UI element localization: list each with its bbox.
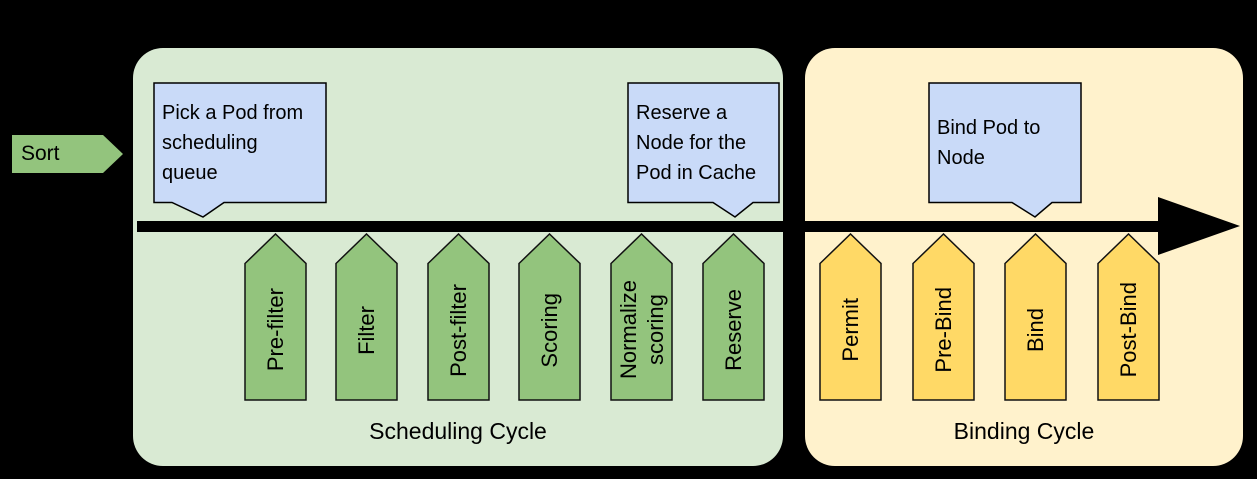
step-arrow-bind: Bind xyxy=(1004,233,1067,401)
step-arrow-permit: Permit xyxy=(819,233,882,401)
step-arrow-shape xyxy=(1097,233,1160,401)
step-arrow-shape xyxy=(819,233,882,401)
step-arrow-post-bind: Post-Bind xyxy=(1097,233,1160,401)
callout-bubble-shape xyxy=(928,82,1082,218)
step-label: Filter xyxy=(354,305,379,355)
callout-reserve-node: Reserve a Node for the Pod in Cache xyxy=(627,82,780,219)
step-arrow-shape xyxy=(518,233,581,401)
callout-pick-pod-text: Pick a Pod from scheduling queue xyxy=(162,101,304,184)
step-arrow-reserve: Reserve xyxy=(702,233,765,401)
callout-bubble-shape xyxy=(153,82,327,218)
callout-bind-pod-text: Bind Pod to Node xyxy=(937,116,1041,169)
sort-label: Sort xyxy=(21,142,60,165)
step-label: Permit xyxy=(838,298,863,362)
step-label: Scoring xyxy=(537,292,562,368)
scheduling-cycle-label: Scheduling Cycle xyxy=(369,418,547,444)
step-label: Reserve xyxy=(721,289,746,371)
step-arrow-pre-bind: Pre-Bind xyxy=(912,233,975,401)
step-label: Pre-Bind xyxy=(931,287,956,373)
binding-cycle-label: Binding Cycle xyxy=(953,418,1095,444)
step-arrow-shape xyxy=(335,233,398,401)
step-arrow-filter: Filter xyxy=(335,233,398,401)
step-arrow-shape xyxy=(427,233,490,401)
step-arrow-scoring: Scoring xyxy=(518,233,581,401)
step-label: Normalize scoring xyxy=(615,280,668,380)
step-arrow-shape xyxy=(912,233,975,401)
step-label: Pre-filter xyxy=(263,288,288,372)
callout-bind-pod: Bind Pod to Node xyxy=(928,82,1082,219)
step-label: Bind xyxy=(1023,307,1048,353)
step-arrow-shape xyxy=(1004,233,1067,401)
sort-step-arrow: Sort xyxy=(12,135,123,173)
step-arrow-shape xyxy=(610,233,673,401)
step-arrow-normalize-scoring: Normalize scoring xyxy=(610,233,673,401)
step-arrow-post-filter: Post-filter xyxy=(427,233,490,401)
step-arrow-shape xyxy=(702,233,765,401)
step-arrow-shape xyxy=(244,233,307,401)
callout-pick-pod: Pick a Pod from scheduling queue xyxy=(153,82,327,219)
timeline-arrow-shaft xyxy=(137,221,1163,232)
step-arrow-pre-filter: Pre-filter xyxy=(244,233,307,401)
step-label: Post-filter xyxy=(446,283,471,377)
callout-bubble-shape xyxy=(627,82,780,218)
step-label: Post-Bind xyxy=(1116,282,1141,378)
callout-reserve-node-text: Reserve a Node for the Pod in Cache xyxy=(636,101,757,184)
